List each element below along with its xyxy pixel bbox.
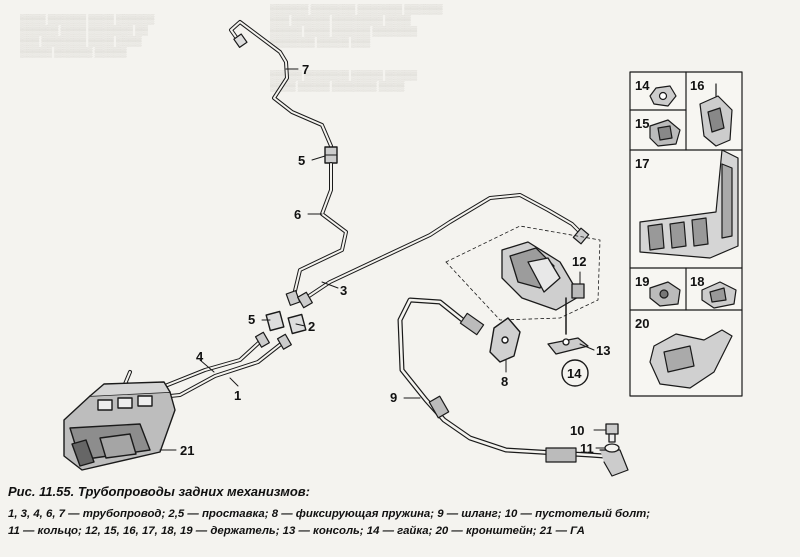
- callout-7: 7: [302, 62, 309, 77]
- pipe-4: [123, 331, 270, 390]
- callout-5-upper: 5: [298, 153, 305, 168]
- bleed-through-left: ▒▒▒▒ ▒▒▒▒▒▒ ▒▒▒▒ ▒▒▒▒▒▒▒▒▒▒▒▒ ▒▒▒▒ ▒▒▒▒▒…: [20, 14, 155, 57]
- inset-label-20: 20: [635, 316, 649, 331]
- callout-11: 11: [580, 441, 594, 456]
- callout-2: 2: [308, 319, 315, 334]
- holder-assembly-12: [501, 241, 585, 335]
- inset-label-19: 19: [635, 274, 649, 289]
- pipe-3: [297, 193, 590, 309]
- holder-17-part: [639, 149, 739, 259]
- spacer-5-lower: [265, 310, 285, 332]
- callout-6: 6: [294, 207, 301, 222]
- holder-outline: [445, 225, 601, 321]
- console-13: [547, 337, 589, 355]
- inset-label-16: 16: [690, 78, 704, 93]
- callout-5-lower: 5: [248, 312, 255, 327]
- callout-12: 12: [572, 254, 586, 269]
- nut-14-part: [649, 85, 677, 107]
- callout-14: 14: [567, 366, 582, 381]
- inset-label-15: 15: [635, 116, 649, 131]
- inset-label-14: 14: [635, 78, 650, 93]
- leader-lines: [159, 68, 607, 451]
- callout-13: 13: [596, 343, 610, 358]
- caption-legend-line-2: 11 — кольцо; 12, 15, 16, 17, 18, 19 — де…: [8, 525, 585, 537]
- holder-16-part: [699, 83, 733, 147]
- callout-21: 21: [180, 443, 194, 458]
- nut-14-callout: [561, 359, 589, 387]
- holder-15-part: [649, 119, 681, 147]
- ring-11: [604, 443, 620, 453]
- pipe-6: [285, 162, 348, 306]
- callout-4: 4: [196, 349, 204, 364]
- figure-caption: Рис. 11.55. Трубопроводы задних механизм…: [8, 484, 792, 540]
- bleed-through-middle: ▒▒▒▒▒▒ ▒▒▒▒▒▒▒ ▒▒▒▒▒▒▒ ▒▒▒▒▒▒▒▒▒ ▒▒▒▒▒▒ …: [270, 4, 443, 91]
- caption-title: Рис. 11.55. Трубопроводы задних механизм…: [8, 484, 310, 499]
- holder-19-part: [649, 281, 681, 307]
- spacer-5-upper: [324, 146, 338, 164]
- callout-3: 3: [340, 283, 347, 298]
- caption-legend-line-1: 1, 3, 4, 6, 7 — трубопровод; 2,5 — прост…: [8, 508, 651, 520]
- inset-label-17: 17: [635, 156, 649, 171]
- callout-8: 8: [501, 374, 508, 389]
- pipe-7: [229, 20, 333, 148]
- callout-10: 10: [570, 423, 584, 438]
- retaining-spring-8: [489, 317, 521, 363]
- abs-unit-21: [63, 381, 176, 471]
- inset-label-18: 18: [690, 274, 704, 289]
- hollow-bolt-10: [605, 423, 619, 443]
- callout-9: 9: [390, 390, 397, 405]
- bracket-20-part: [649, 329, 733, 389]
- holder-18-part: [701, 281, 737, 309]
- callout-labels: 7 5 6 3 2 5 4 1 21 9 8 12 13 14 10 11 14…: [180, 62, 704, 458]
- callout-1: 1: [234, 388, 241, 403]
- hose-9: [397, 297, 629, 477]
